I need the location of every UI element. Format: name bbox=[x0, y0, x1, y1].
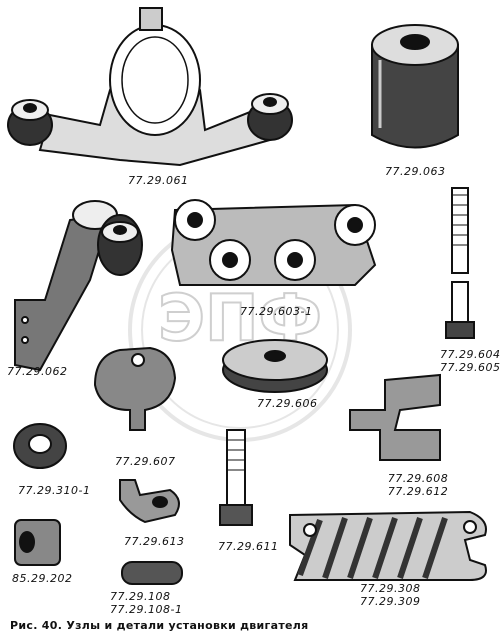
label-77-29-604: 77.29.604 bbox=[440, 348, 500, 361]
part-611-bolt bbox=[219, 429, 253, 526]
part-604-bolt bbox=[445, 187, 475, 339]
label-77-29-604-605: 77.29.604 77.29.605 bbox=[440, 348, 500, 374]
label-77-29-063: 77.29.063 bbox=[385, 165, 446, 178]
label-77-29-607: 77.29.607 bbox=[115, 455, 176, 468]
label-77-29-611: 77.29.611 bbox=[218, 540, 279, 553]
part-202-nut bbox=[14, 519, 61, 566]
part-108-pin bbox=[121, 561, 183, 585]
part-613-clip bbox=[119, 479, 180, 524]
label-77-29-062: 77.29.062 bbox=[7, 365, 68, 378]
part-061-bracket bbox=[7, 7, 293, 167]
label-77-29-061: 77.29.061 bbox=[128, 174, 189, 187]
label-77-29-612: 77.29.612 bbox=[387, 485, 449, 498]
part-606-washer bbox=[222, 339, 328, 393]
label-77-29-608-612: 77.29.608 77.29.612 bbox=[378, 472, 458, 498]
label-77-29-308: 77.29.308 bbox=[360, 582, 421, 595]
label-77-29-605: 77.29.605 bbox=[440, 361, 500, 374]
figure-caption: Рис. 40. Узлы и детали установки двигате… bbox=[10, 619, 309, 632]
label-77-29-606: 77.29.606 bbox=[257, 397, 318, 410]
label-77-29-309: 77.29.309 bbox=[360, 595, 421, 608]
label-77-29-608: 77.29.608 bbox=[387, 472, 449, 485]
label-77-29-310-1: 77.29.310-1 bbox=[18, 484, 91, 497]
label-77-29-108-1: 77.29.108-1 bbox=[110, 603, 183, 616]
part-607-plate bbox=[93, 346, 177, 431]
label-77-29-108-a: 77.29.108 bbox=[110, 590, 171, 603]
part-062-arm bbox=[14, 200, 143, 372]
label-77-29-108: 77.29.108 77.29.108-1 bbox=[110, 590, 210, 616]
part-310-1-ring bbox=[13, 423, 67, 469]
part-603-1-bracket bbox=[170, 199, 377, 286]
label-77-29-603-1: 77.29.603-1 bbox=[240, 305, 313, 318]
part-608-shim bbox=[349, 373, 441, 461]
label-85-29-202: 85.29.202 bbox=[12, 572, 73, 585]
label-77-29-308-309: 77.29.308 77.29.309 bbox=[360, 582, 440, 608]
part-063-bushing bbox=[371, 24, 459, 149]
part-308-gasket bbox=[289, 510, 487, 581]
label-77-29-613: 77.29.613 bbox=[124, 535, 185, 548]
